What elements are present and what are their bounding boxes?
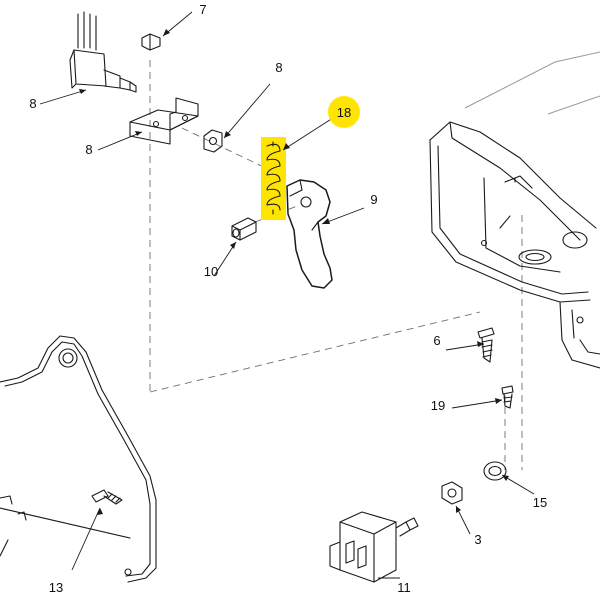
- part-8-hex-nut: [203, 129, 223, 153]
- callout-11: 11: [397, 580, 411, 595]
- part-10-pin: [231, 217, 257, 241]
- callout-8-bracket: 8: [85, 142, 92, 157]
- callout-9: 9: [370, 192, 377, 207]
- part-6-screw: [477, 327, 495, 363]
- part-19-screw: [501, 385, 514, 409]
- callout-3: 3: [474, 532, 481, 547]
- callout-13: 13: [49, 580, 63, 595]
- callout-8-nut: 8: [275, 60, 282, 75]
- part-11-toggle-switch: [329, 511, 419, 583]
- callout-8-potentiometer: 8: [29, 96, 36, 111]
- side-plate: [0, 335, 157, 583]
- part-15-washer: [483, 461, 507, 481]
- part-7-nut: [141, 33, 161, 51]
- part-18-spring-highlighted: [261, 137, 286, 220]
- main-housing: [429, 51, 600, 369]
- leader-arrowheads: [79, 29, 509, 515]
- callout-15: 15: [533, 495, 547, 510]
- part-8-bracket: [129, 97, 199, 145]
- callout-labels: 7 8 8 8 18 9 10 6 19 15 3 11 13: [29, 2, 547, 595]
- part-8-potentiometer: [69, 11, 137, 93]
- leader-lines: [39, 11, 535, 579]
- part-13-screw: [91, 489, 123, 505]
- callout-18-badge: [328, 96, 360, 128]
- callout-10: 10: [204, 264, 218, 279]
- callout-19: 19: [431, 398, 445, 413]
- part-9-trigger: [286, 179, 333, 289]
- part-3-nut: [441, 481, 463, 505]
- callout-7: 7: [199, 2, 206, 17]
- callout-6: 6: [433, 333, 440, 348]
- callout-18: 18: [337, 105, 351, 120]
